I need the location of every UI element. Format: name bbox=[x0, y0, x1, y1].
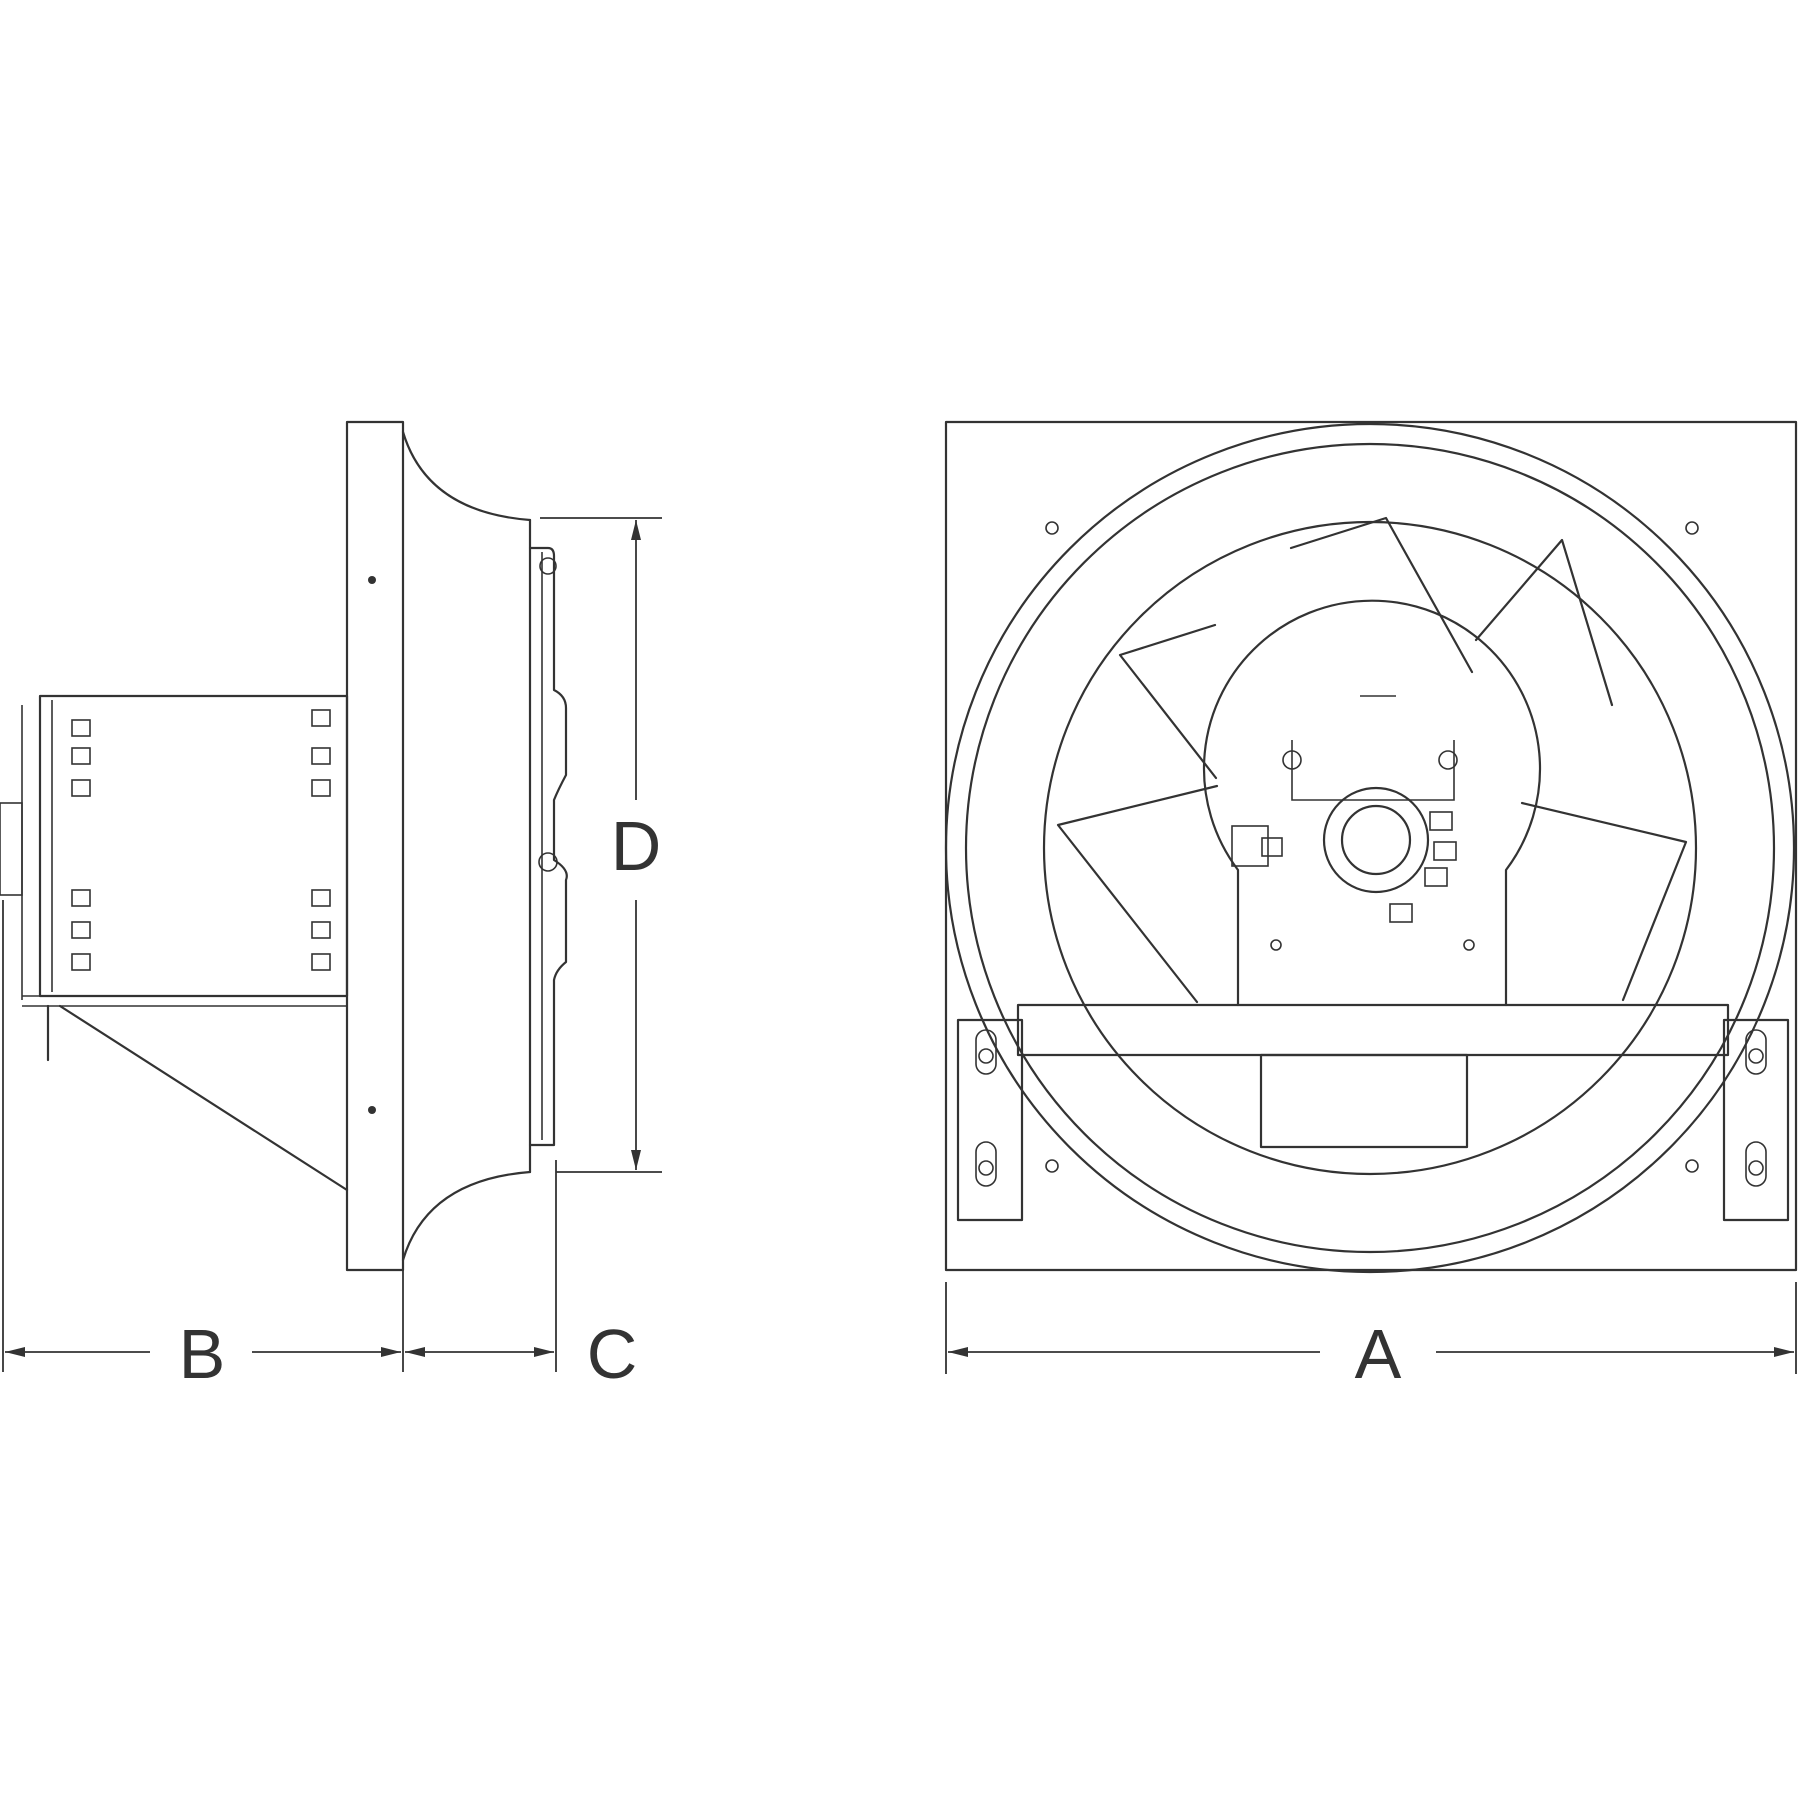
front-bracket-slot-right-top bbox=[1745, 1029, 1767, 1075]
dimension-b-label: B bbox=[179, 1315, 226, 1393]
front-venturi-outer-ring bbox=[944, 422, 1796, 1274]
front-bracket-hole-right-top bbox=[1748, 1048, 1764, 1064]
front-mount-bolt-tl bbox=[1282, 750, 1302, 770]
front-panel-bolt-bl bbox=[1045, 1159, 1059, 1173]
front-fan-blades bbox=[1056, 516, 1688, 1004]
front-bracket-hole-left-top bbox=[978, 1048, 994, 1064]
front-bracket-slot-right-bottom bbox=[1745, 1141, 1767, 1187]
front-view: A bbox=[944, 420, 1798, 1393]
front-mount-bracket-left bbox=[956, 1018, 1024, 1222]
front-lower-motor-box bbox=[1259, 1053, 1469, 1149]
side-fan-blade-profile bbox=[528, 546, 568, 1147]
front-capacitor-plug bbox=[1261, 837, 1283, 857]
front-mount-bolt-bl bbox=[1270, 939, 1282, 951]
dimension-d-label: D bbox=[611, 807, 662, 885]
side-view: D B C bbox=[0, 420, 662, 1393]
front-mount-bracket-right bbox=[1722, 1018, 1790, 1222]
front-venturi-inner-ring bbox=[1042, 520, 1698, 1176]
side-fan-hub-bolt bbox=[538, 852, 558, 872]
side-motor-vents bbox=[71, 709, 331, 971]
side-motor-brace bbox=[58, 1004, 349, 1192]
dimension-c-label: C bbox=[587, 1315, 638, 1393]
side-flange-bolt-top bbox=[368, 576, 376, 584]
side-flange-bolt-bottom bbox=[368, 1106, 376, 1114]
dimension-a-label: A bbox=[1355, 1315, 1402, 1393]
side-fan-top-bolt bbox=[539, 557, 557, 575]
front-bracket-hole-left-bottom bbox=[978, 1160, 994, 1176]
front-motor-mount-bracket bbox=[1291, 740, 1455, 801]
front-panel-bolt-tr bbox=[1685, 521, 1699, 535]
side-venturi-bottom bbox=[401, 1170, 532, 1262]
front-mount-bolt-br bbox=[1463, 939, 1475, 951]
front-fan-hub-outer bbox=[1322, 786, 1430, 894]
front-cross-support-bar bbox=[1016, 1003, 1730, 1057]
front-panel-bolt-br bbox=[1685, 1159, 1699, 1173]
side-motor-body bbox=[38, 694, 349, 998]
front-bracket-slot-left-bottom bbox=[975, 1141, 997, 1187]
front-mount-bolt-tr bbox=[1438, 750, 1458, 770]
front-bracket-hole-right-bottom bbox=[1748, 1160, 1764, 1176]
front-fan-hub-inner bbox=[1340, 804, 1412, 876]
front-motor-mount-plate bbox=[1202, 599, 1542, 1007]
front-panel-bolt-tl bbox=[1045, 521, 1059, 535]
front-hub-terminals bbox=[1389, 811, 1457, 923]
side-motor-endcap bbox=[0, 802, 23, 896]
front-bracket-slot-left-top bbox=[975, 1029, 997, 1075]
front-capacitor-box bbox=[1231, 825, 1269, 867]
side-flange-plate bbox=[345, 420, 405, 1272]
side-venturi-top bbox=[401, 430, 532, 522]
front-venturi-ring-2 bbox=[964, 442, 1776, 1254]
